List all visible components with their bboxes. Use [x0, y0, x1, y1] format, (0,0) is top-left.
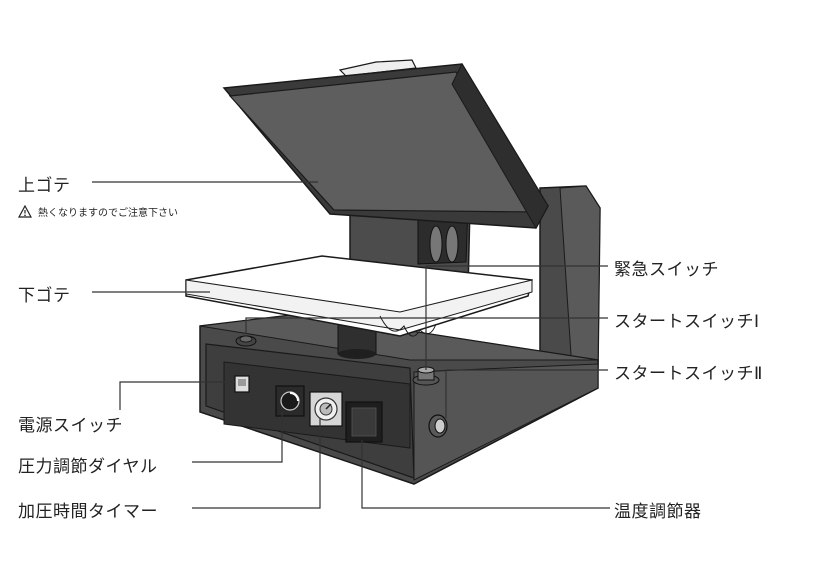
- warning-text: 熱くなりますのでご注意下さい: [38, 208, 178, 219]
- start-switch-1-icon: [235, 335, 257, 347]
- label-start-switch-1: スタートスイッチⅠ: [614, 312, 760, 332]
- start-switch-2-icon: [428, 414, 448, 438]
- upper-plate: [222, 62, 549, 230]
- pressure-dial-icon: [275, 385, 305, 417]
- leader-temperature-controller: [361, 440, 610, 509]
- leader-start-switch-1: [245, 317, 608, 334]
- leader-emergency-switch: [425, 265, 608, 370]
- leader-pressure-dial: [192, 412, 283, 463]
- label-start-switch-2: スタートスイッチⅡ: [614, 364, 763, 384]
- handle: [338, 59, 417, 77]
- warning-triangle-icon: [18, 205, 32, 218]
- leader-timer: [192, 418, 321, 509]
- leader-start-switch-2: [445, 369, 608, 418]
- label-pressure-dial: 圧力調節ダイヤル: [18, 457, 158, 477]
- lower-plate: [185, 255, 533, 337]
- temperature-controller-icon: [345, 401, 383, 443]
- label-temperature-controller: 温度調節器: [614, 502, 702, 522]
- timer-icon: [309, 391, 343, 427]
- label-timer: 加圧時間タイマー: [18, 502, 158, 522]
- warning-note: 熱くなりますのでご注意下さい: [18, 204, 178, 219]
- label-power-switch: 電源スイッチ: [18, 416, 123, 436]
- label-lower-plate: 下ゴテ: [18, 286, 71, 306]
- power-switch-icon: [234, 375, 250, 393]
- label-emergency-switch: 緊急スイッチ: [614, 260, 719, 280]
- leader-power-switch: [119, 381, 235, 410]
- label-upper-plate: 上ゴテ: [18, 176, 71, 196]
- leader-lines: [92, 181, 610, 509]
- rear-column: [539, 185, 601, 373]
